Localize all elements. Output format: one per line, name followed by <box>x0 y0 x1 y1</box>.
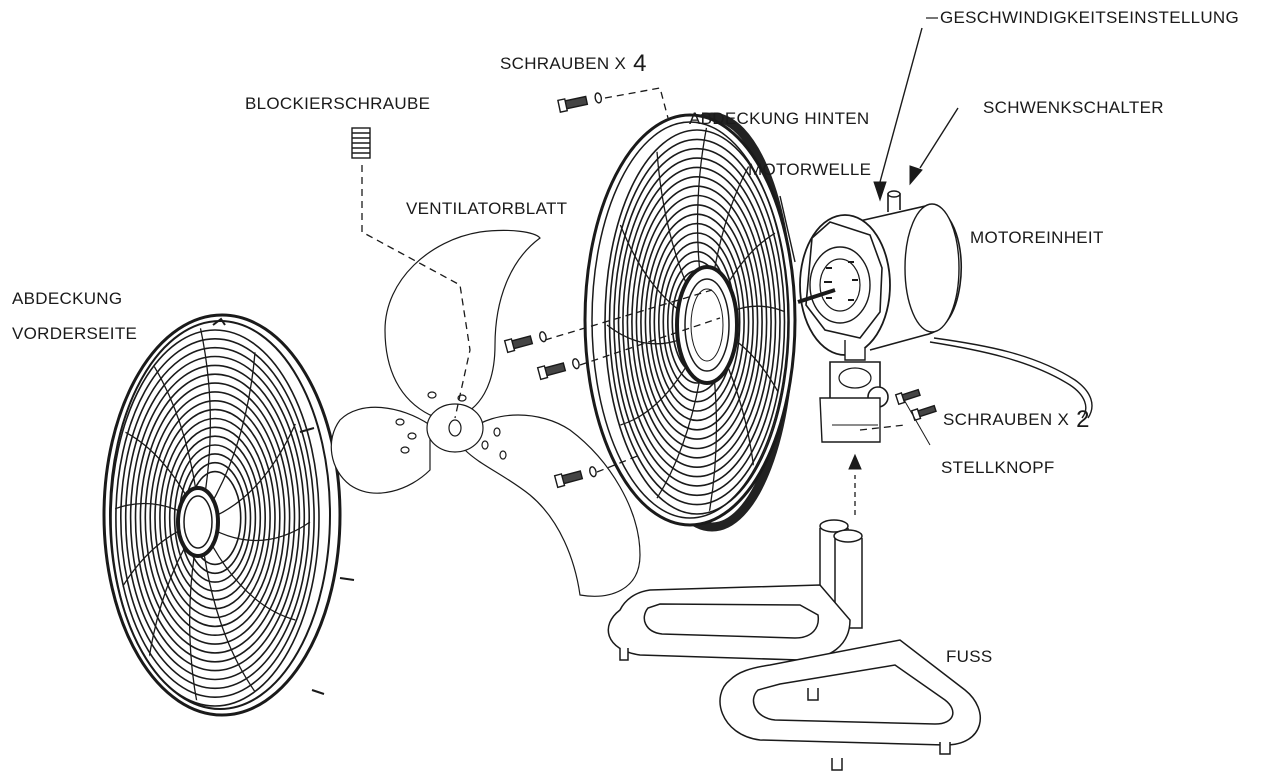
grille-wire-ring <box>168 435 262 601</box>
grille-wire-ring <box>149 399 281 636</box>
grille-wire-ring <box>159 417 271 619</box>
label-schrauben-x2: SCHRAUBEN X 2 <box>943 408 1090 432</box>
grille-wire-ring <box>635 194 759 450</box>
grille-wire-ring <box>622 166 772 478</box>
label-schrauben-x4-text: SCHRAUBEN X <box>500 54 627 73</box>
label-geschwindigkeitseinstellung: GESCHWINDIGKEITSEINSTELLUNG <box>940 8 1240 27</box>
label-stellknopf: STELLKNOPF <box>941 458 1055 477</box>
grille-wire-ring <box>617 157 777 487</box>
label-schrauben-x2-text: SCHRAUBEN X <box>943 410 1070 429</box>
fan-blade <box>330 229 641 597</box>
label-schrauben-x2-count: 2 <box>1076 406 1090 433</box>
grille-wire-ring <box>164 426 267 610</box>
label-blockierschraube: BLOCKIERSCHRAUBE <box>245 94 431 113</box>
label-fuss: FUSS <box>946 647 993 666</box>
label-schwenkschalter: SCHWENKSCHALTER <box>983 98 1164 117</box>
motor-unit <box>797 190 1093 443</box>
label-abdeckung-hinten: ABDECKUNG HINTEN <box>689 109 870 128</box>
label-motorwelle: MOTORWELLE <box>748 160 872 179</box>
grille-wire-ring <box>608 138 786 506</box>
label-abdeckung-vorderseite-line2: VORDERSEITE <box>12 324 138 343</box>
rear-grille <box>583 112 797 532</box>
grille-wire-ring <box>124 355 306 681</box>
grille-wire-ring <box>139 382 291 654</box>
grille-wire-ring <box>640 204 754 440</box>
label-ventilatorblatt: VENTILATORBLATT <box>406 199 568 218</box>
grille-wire-ring <box>631 185 763 459</box>
grille-wire-ring <box>134 373 296 663</box>
grille-wire-ring <box>110 329 320 707</box>
base-foot <box>607 519 981 771</box>
grille-wire-ring <box>626 176 768 468</box>
grille-wire-ring <box>613 147 781 497</box>
assembly-lines <box>361 87 906 515</box>
grille-wire-ring <box>144 391 286 645</box>
grille-wire-ring <box>154 408 276 628</box>
grille-wire-ring <box>115 337 315 698</box>
label-abdeckung-vorderseite-line1: ABDECKUNG <box>12 289 123 308</box>
label-schrauben-x4-count: 4 <box>633 50 647 77</box>
arrows <box>779 17 959 470</box>
grille-wire-ring <box>120 346 310 690</box>
label-schrauben-x4: SCHRAUBEN X 4 <box>500 52 647 76</box>
screws <box>351 92 937 489</box>
label-motoreinheit: MOTOREINHEIT <box>970 228 1104 247</box>
front-grille <box>102 313 355 717</box>
grille-wire-ring <box>129 364 301 672</box>
grille-wire-ring <box>173 444 257 592</box>
